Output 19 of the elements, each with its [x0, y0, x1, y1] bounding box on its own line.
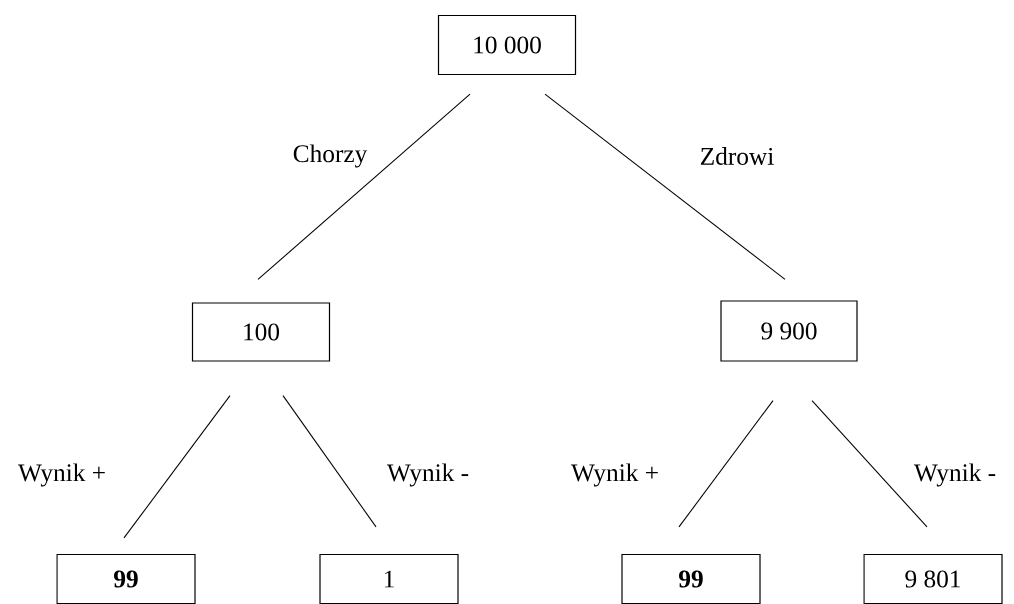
- number-box: 1: [319, 553, 459, 604]
- branch-line: [257, 93, 471, 280]
- branch-line: [811, 400, 928, 528]
- number-box: 99: [621, 553, 761, 604]
- number-box: 9 900: [720, 300, 858, 362]
- number-box: 10 000: [437, 14, 577, 76]
- edge-label: Zdrowi: [698, 145, 776, 167]
- edge-label: Wynik -: [385, 462, 471, 488]
- number-box: 100: [191, 302, 331, 362]
- number-box: 99: [56, 553, 196, 604]
- edge-label: Wynik +: [16, 462, 108, 488]
- branch-line: [282, 395, 377, 528]
- edge-label: Wynik -: [912, 462, 998, 488]
- branch-line: [544, 93, 786, 280]
- branch-line: [123, 395, 231, 539]
- number-box: 9 801: [863, 553, 1003, 604]
- edge-label: Chorzy: [291, 143, 369, 169]
- branch-line: [678, 400, 774, 528]
- edge-label: Wynik +: [569, 462, 661, 488]
